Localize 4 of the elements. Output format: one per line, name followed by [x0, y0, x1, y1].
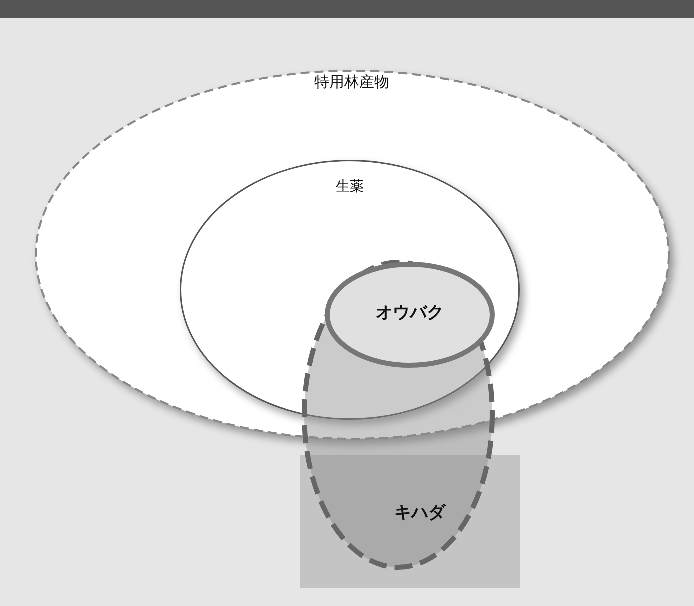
set-label: キハダ	[394, 502, 446, 524]
set-label: 生薬	[336, 178, 364, 196]
set-label: 特用林産物	[314, 72, 390, 92]
set-label: オウバク	[376, 302, 444, 324]
